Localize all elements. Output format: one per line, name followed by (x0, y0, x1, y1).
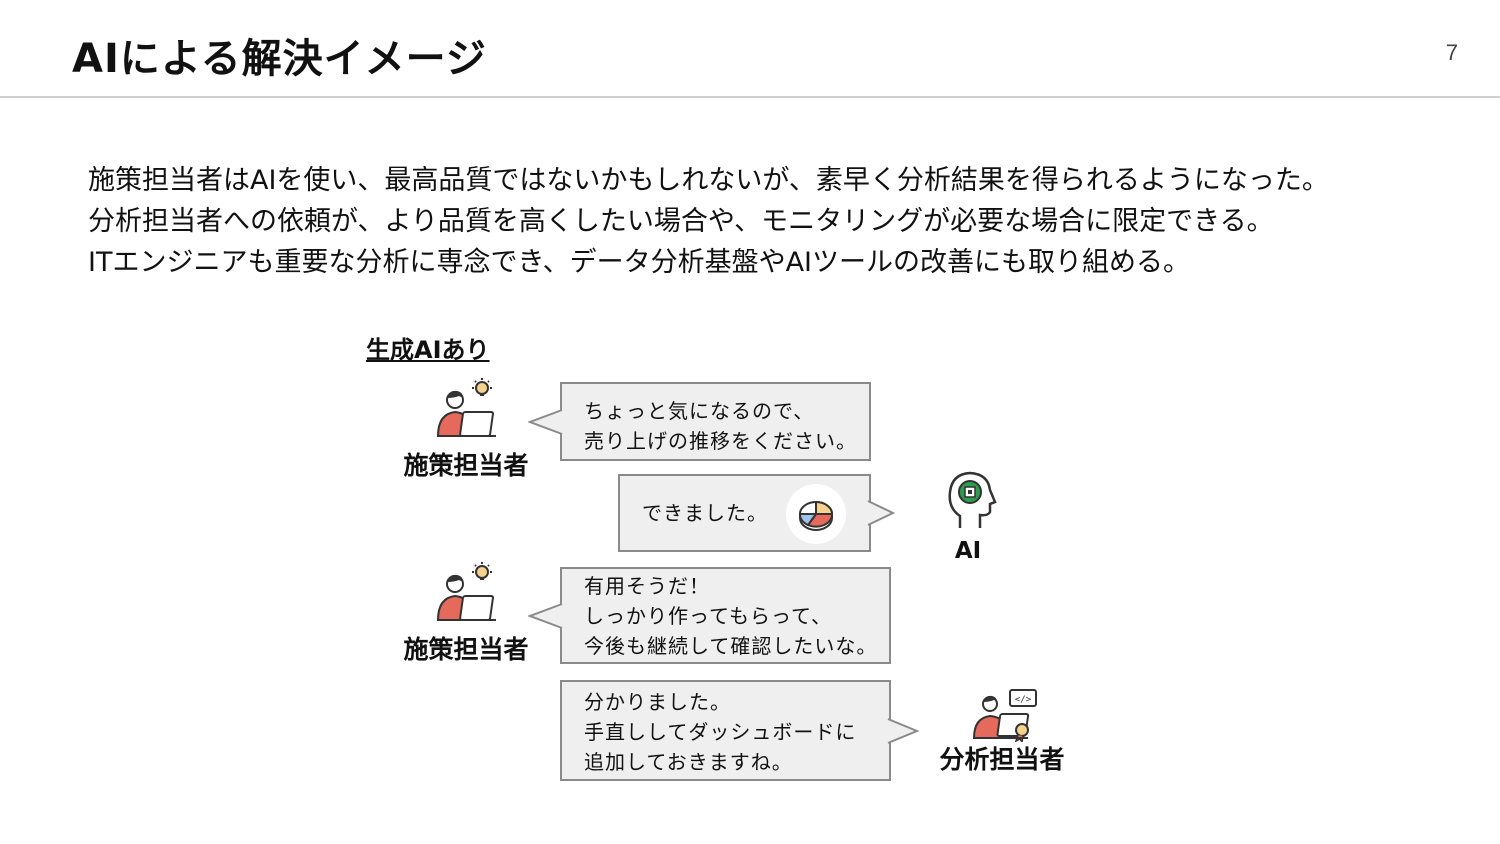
persona-name: 施策担当者 (403, 451, 529, 480)
summary-line: 施策担当者はAIを使い、最高品質ではないかもしれないが、素早く分析結果を得られる… (88, 165, 1329, 196)
persona-name: 施策担当者 (403, 635, 529, 664)
chat-bubble-analyst-reply: 分かりました。 手直ししてダッシュボードに 追加しておきますね。 (560, 680, 919, 781)
page-number: 7 (1445, 40, 1458, 65)
bubble-text: 手直ししてダッシュボードに (584, 720, 857, 744)
persona-planner: 施策担当者 (386, 378, 546, 482)
summary-line: 分析担当者への依頼が、より品質を高くしたい場合や、モニタリングが必要な場合に限定… (88, 206, 1274, 237)
person-laptop-lightbulb-icon (426, 562, 506, 628)
bubble-text: ちょっと気になるので、 (584, 399, 815, 423)
bubble-text: 分かりました。 (584, 690, 731, 714)
persona-planner: 施策担当者 (386, 562, 546, 666)
summary-line: ITエンジニアも重要な分析に専念でき、データ分析基盤やAIツールの改善にも取り組… (88, 247, 1190, 278)
bubble-text: 売り上げの推移をください。 (584, 429, 857, 453)
header-divider (0, 96, 1500, 98)
persona-name: AI (954, 538, 982, 564)
svg-text:</>: </> (1015, 695, 1032, 705)
ai-head-chip-icon (938, 471, 998, 534)
chart-thumbnail (786, 484, 846, 544)
section-label: 生成AIあり (366, 336, 490, 364)
pie-chart-icon (786, 500, 846, 549)
persona-analyst: </> 分析担当者 (922, 688, 1082, 776)
chat-bubble-feedback: 有用そうだ！ しっかり作ってもらって、 今後も継続して確認したいな。 (528, 567, 891, 664)
person-laptop-lightbulb-icon (426, 378, 506, 444)
chat-bubble-request: ちょっと気になるので、 売り上げの推移をください。 (528, 382, 871, 461)
bubble-text: 追加しておきますね。 (584, 750, 793, 774)
person-code-badge-icon: </> (966, 689, 1038, 746)
page-title: AIによる解決イメージ (72, 36, 487, 82)
bubble-text: 今後も継続して確認したいな。 (584, 634, 878, 658)
persona-name: 分析担当者 (939, 745, 1065, 774)
persona-ai: AI (888, 468, 1048, 564)
chat-bubble-ai-reply: できました。 (618, 474, 895, 552)
summary-text: 施策担当者はAIを使い、最高品質ではないかもしれないが、素早く分析結果を得られる… (88, 160, 1468, 283)
bubble-text: できました。 (642, 501, 768, 525)
bubble-text: 有用そうだ！ (584, 574, 710, 598)
bubble-text: しっかり作ってもらって、 (584, 604, 832, 628)
